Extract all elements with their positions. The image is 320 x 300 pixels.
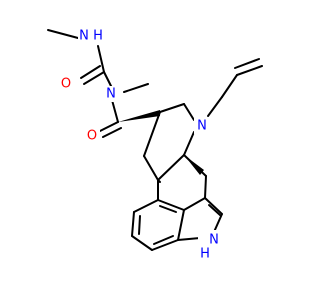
bond-c11-c12 — [133, 199, 159, 213]
bond-allyl-ch2-second — [234, 58, 260, 69]
bond-amide-co-second — [102, 127, 122, 138]
bond-urea-co-second — [80, 65, 101, 79]
bond-c3-c16 — [183, 197, 206, 211]
bond-methyl-nh — [47, 29, 79, 39]
bond-c5-c10 — [157, 154, 185, 181]
bond-c9-c8 — [143, 111, 161, 157]
atom-bg-nh-indole — [198, 230, 228, 262]
atom-n-ring: N — [197, 119, 207, 134]
bond-c10-c9 — [143, 155, 159, 181]
atom-label-o-amide: O — [84, 128, 100, 144]
atom-n-indole: N — [209, 233, 219, 248]
bond-urea-c-n — [103, 71, 113, 89]
bond-n-methyl — [123, 83, 149, 93]
bond-n6-allyl — [207, 96, 223, 117]
atom-o-urea: O — [61, 77, 71, 92]
atom-label-nh-methylamino: N H — [78, 28, 108, 44]
bond-c3-c2 — [204, 197, 223, 215]
atom-label-o-urea: O — [58, 76, 74, 92]
hash-line-1 — [157, 179, 161, 183]
bond-amide-co — [99, 121, 119, 132]
atom-label-n-urea: N — [103, 86, 119, 102]
atom-n-methylamino: N — [79, 29, 89, 44]
atom-n-urea: N — [106, 87, 116, 102]
chemical-structure: N H O N O N N H — [47, 28, 263, 262]
bond-c16-c11-inner — [159, 205, 177, 213]
stereo-wedge-c5 — [184, 155, 204, 175]
atom-bg-o-urea — [58, 76, 74, 92]
bond-n1-c15 — [177, 237, 201, 241]
bond-c14-c15-inner — [153, 235, 174, 245]
bond-c13-c14 — [131, 235, 153, 251]
atom-label-nh-indole: N H — [198, 230, 228, 262]
atom-bg-n-urea — [103, 86, 119, 102]
atom-bg-n-ring — [194, 118, 210, 134]
bond-c4-c3 — [204, 175, 207, 199]
bond-c3-c2-inner — [208, 204, 221, 216]
bond-c8-c7 — [159, 103, 185, 113]
atom-bg-nh — [78, 28, 108, 44]
atom-h-indole: H — [200, 247, 210, 262]
bond-n6-c5 — [183, 131, 195, 156]
bond-allyl-ch2 — [236, 65, 263, 76]
atom-bg-o-amide — [84, 128, 100, 144]
bond-c12-c13-inner — [138, 215, 141, 235]
bond-c14-c15 — [151, 239, 179, 251]
bond-lines — [47, 29, 263, 251]
bond-c16-c11 — [157, 199, 185, 211]
bond-urea-co — [83, 71, 105, 85]
atom-h-methylamino: H — [93, 29, 103, 44]
stereo-hash-c10 — [157, 179, 161, 183]
bond-allyl-ch — [221, 74, 238, 98]
stereo-wedge-c8 — [118, 110, 160, 122]
bond-c15-c16 — [177, 209, 185, 241]
bond-c12-c13 — [131, 211, 135, 237]
atom-o-amide: O — [87, 129, 97, 144]
bond-nh-urea-c — [97, 45, 105, 73]
bond-c7-n6 — [183, 103, 195, 121]
atom-label-n-ring: N — [194, 118, 210, 134]
bond-n-amide-c — [111, 99, 119, 123]
bond-c2-n1 — [213, 213, 223, 233]
